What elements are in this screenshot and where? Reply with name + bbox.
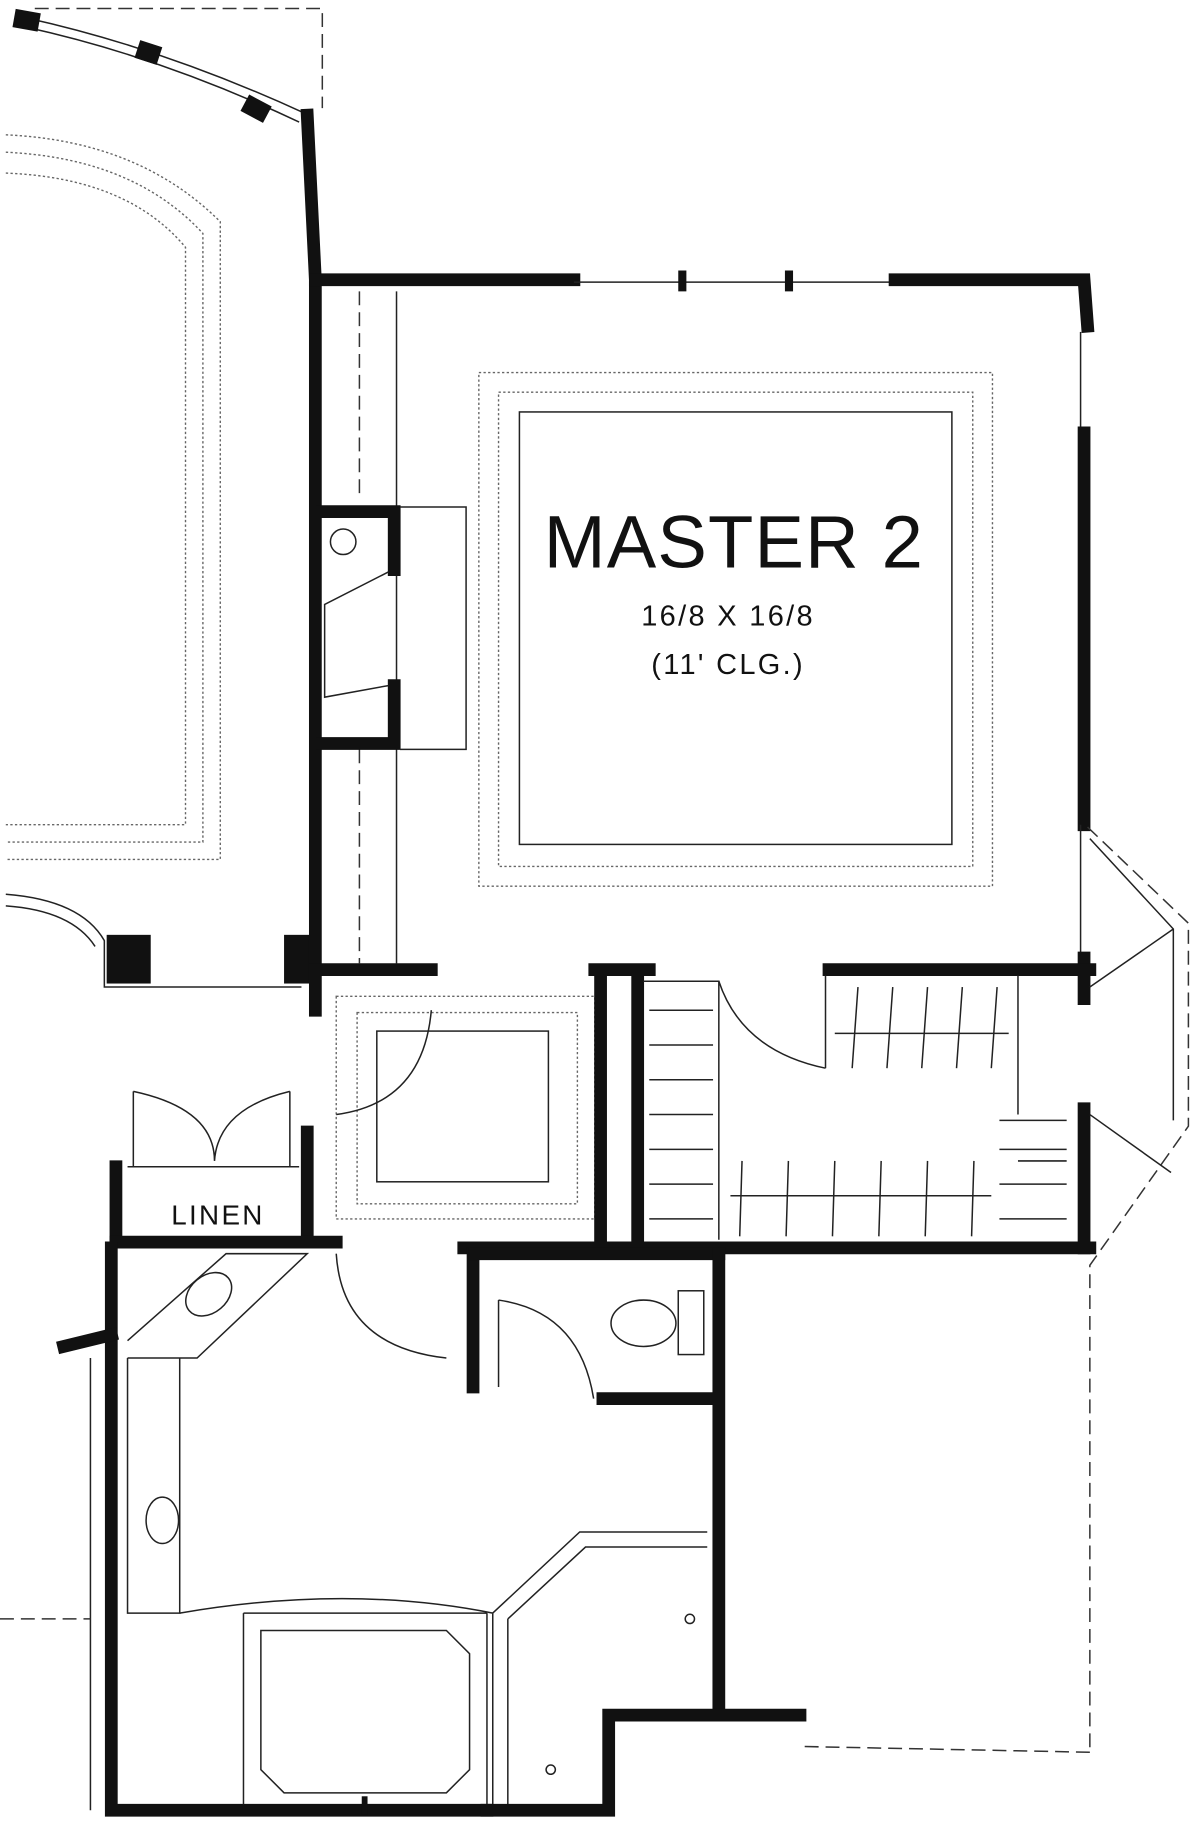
fireplace bbox=[315, 291, 467, 964]
entry-hall bbox=[335, 995, 596, 1220]
room-name-linen: LINEN bbox=[171, 1200, 265, 1231]
room-name-master: MASTER 2 bbox=[544, 500, 924, 583]
bay-outline bbox=[799, 826, 1190, 1753]
curved-window-wall bbox=[12, 7, 324, 123]
master-bath bbox=[0, 1235, 1097, 1817]
adjacent-room-ceiling bbox=[5, 134, 314, 988]
tray-ceiling bbox=[478, 371, 994, 887]
master-bedroom-walls bbox=[300, 108, 1097, 1017]
linen-closet bbox=[109, 1090, 314, 1249]
room-dimensions: 16/8 X 16/8 bbox=[641, 600, 815, 632]
walk-in-closet bbox=[588, 963, 1091, 1255]
room-ceiling-height: (11' CLG.) bbox=[651, 649, 805, 681]
